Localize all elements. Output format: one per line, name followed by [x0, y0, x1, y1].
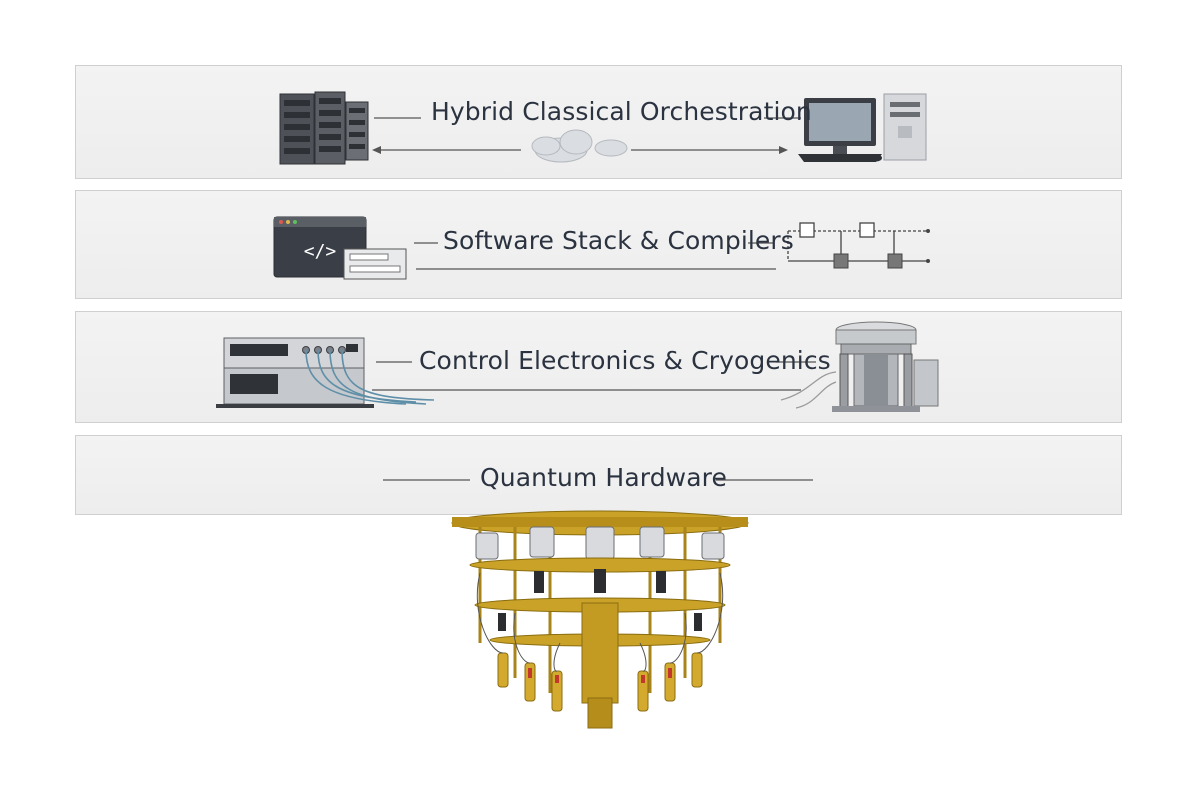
layer-title-quantum-hardware: Quantum Hardware: [480, 463, 727, 492]
layer-software-stack-compilers: </> Software Stack & Compilers: [75, 190, 1122, 299]
layer-4-connectors: [383, 479, 813, 481]
code-window-icon: </>: [273, 216, 407, 280]
circuit-diagram-icon: [787, 222, 930, 269]
server-rack-icon: [279, 91, 369, 165]
svg-text:</>: </>: [304, 241, 337, 262]
control-electronics-rack-icon: [216, 337, 435, 408]
quantum-chandelier-icon: [451, 510, 749, 729]
cloud-icon: [531, 129, 628, 163]
layer-title-control-electronics-cryogenics: Control Electronics & Cryogenics: [419, 346, 831, 375]
layer-1-connectors: [372, 117, 801, 154]
layer-title-software-stack-compilers: Software Stack & Compilers: [443, 226, 794, 255]
layer-quantum-hardware: Quantum Hardware: [75, 435, 1122, 515]
layer-2-connectors: [414, 242, 776, 270]
layer-title-hybrid-classical-orchestration: Hybrid Classical Orchestration: [431, 97, 812, 126]
desktop-computer-icon: [798, 93, 927, 162]
layer-hybrid-classical-orchestration: Hybrid Classical Orchestration: [75, 65, 1122, 179]
dilution-refrigerator-icon: [780, 321, 939, 412]
layer-control-electronics-cryogenics: Control Electronics & Cryogenics: [75, 311, 1122, 423]
layer-3-connectors: [372, 361, 816, 391]
